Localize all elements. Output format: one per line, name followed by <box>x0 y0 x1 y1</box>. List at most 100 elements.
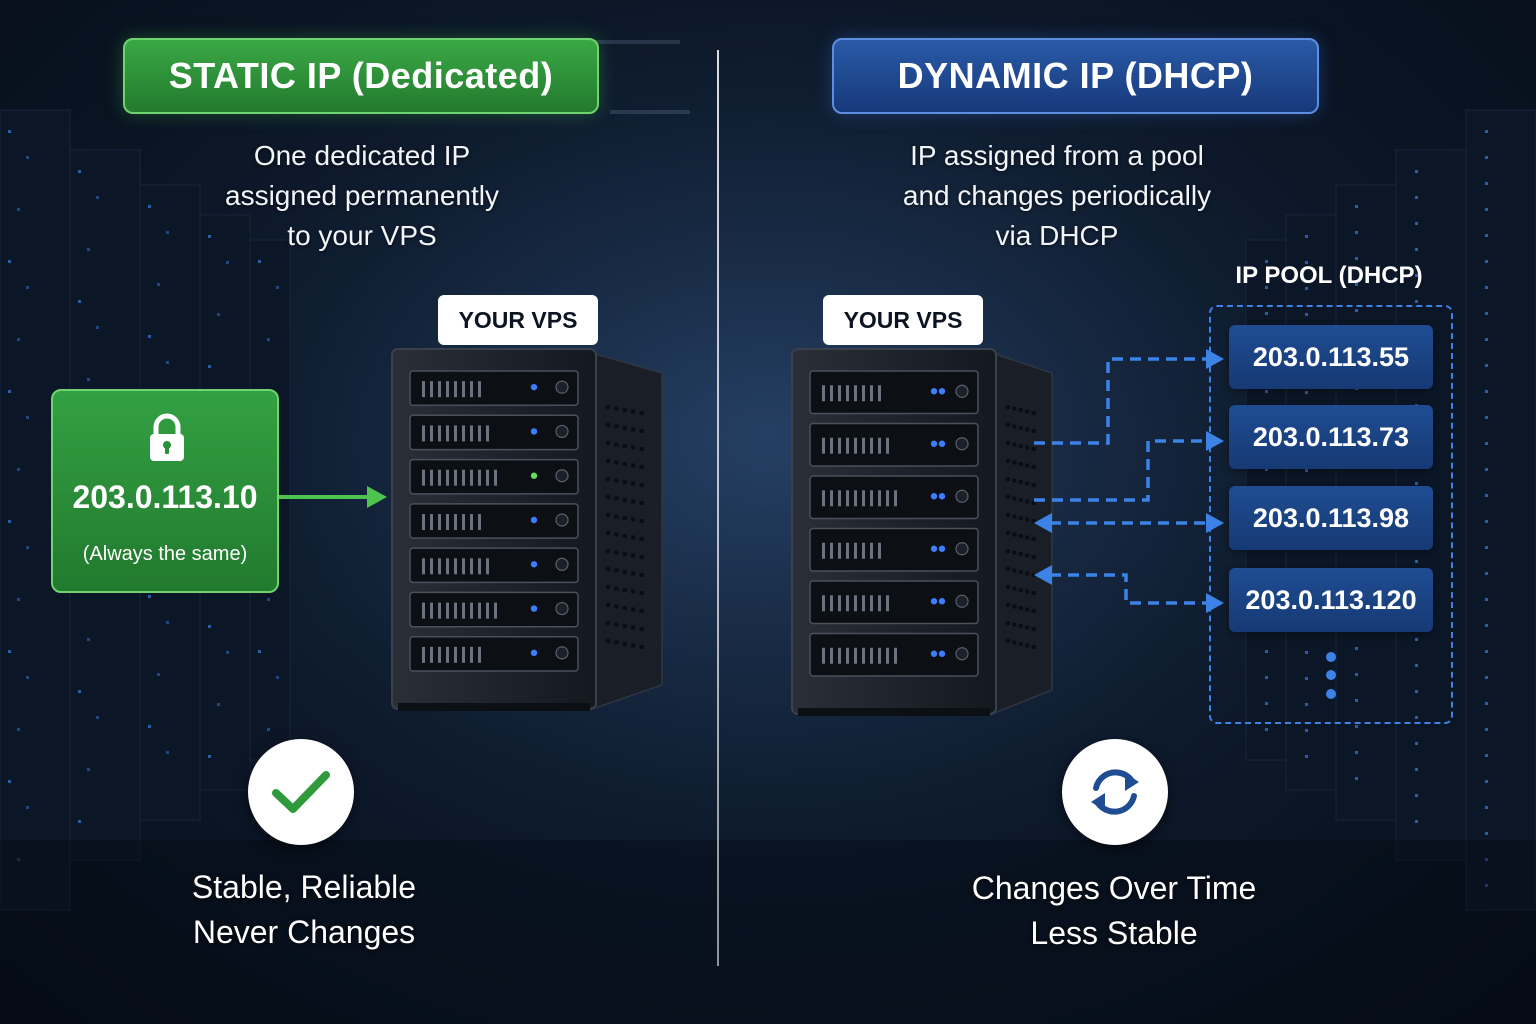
server-status-led <box>931 598 937 604</box>
server-bay-slot <box>846 543 849 559</box>
dhcp-arrowhead <box>1034 513 1052 533</box>
background-led <box>17 728 20 731</box>
server-vent-hole <box>606 441 610 445</box>
server-base <box>798 708 990 716</box>
background-led <box>1485 650 1488 653</box>
server-bay-slot <box>446 603 449 619</box>
server-status-led <box>531 650 537 656</box>
static-assignment-arrow <box>279 480 391 514</box>
background-led <box>1305 755 1308 758</box>
server-vent-hole <box>640 591 644 595</box>
server-bay-slot <box>454 647 457 663</box>
background-led <box>78 820 81 823</box>
background-led <box>26 676 29 679</box>
server-vent-hole <box>1012 497 1016 501</box>
server-vent-hole <box>1012 533 1016 537</box>
server-vent-hole <box>640 645 644 649</box>
server-vent-hole <box>1006 405 1010 409</box>
server-bay-slot <box>430 647 433 663</box>
dynamic-description-line: via DHCP <box>857 216 1257 256</box>
background-led <box>96 196 99 199</box>
background-led <box>1485 676 1488 679</box>
background-led <box>1485 364 1488 367</box>
server-status-led <box>939 546 945 552</box>
server-bay-slot <box>830 648 833 664</box>
checkmark-icon <box>270 767 332 817</box>
server-bay-slot <box>830 543 833 559</box>
server-side-panel <box>592 353 662 709</box>
server-bay-slot <box>478 603 481 619</box>
server-status-led <box>531 473 537 479</box>
background-led <box>1485 832 1488 835</box>
server-bay-slot <box>438 558 441 574</box>
static-description-line: to your VPS <box>181 216 543 256</box>
server-vent-hole <box>640 429 644 433</box>
background-led <box>166 361 169 364</box>
background-led <box>1485 416 1488 419</box>
background-led <box>217 703 220 706</box>
server-bay-slot <box>838 438 841 454</box>
server-vent-hole <box>1025 590 1029 594</box>
server-status-led <box>531 384 537 390</box>
server-vent-hole <box>1006 621 1010 625</box>
static-ip-card: 203.0.113.10 (Always the same) <box>51 389 279 593</box>
dhcp-arrow-path <box>1034 441 1208 500</box>
server-vent-hole <box>623 588 627 592</box>
background-led <box>1415 196 1418 199</box>
server-vent-hole <box>1006 531 1010 535</box>
server-bay-slot <box>446 514 449 530</box>
server-bay-slot <box>862 490 865 506</box>
server-bay-slot <box>894 648 897 664</box>
server-bay-slot <box>870 543 873 559</box>
background-led <box>87 248 90 251</box>
server-bay-slot <box>462 558 465 574</box>
background-led <box>226 261 229 264</box>
background-led <box>26 286 29 289</box>
background-led <box>78 690 81 693</box>
server-vent-hole <box>623 444 627 448</box>
server-vent-hole <box>631 482 635 486</box>
server-vent-hole <box>631 410 635 414</box>
background-led <box>1415 170 1418 173</box>
server-bay-slot <box>438 470 441 486</box>
server-bay-slot <box>446 425 449 441</box>
server-bay-slot <box>822 490 825 506</box>
server-vent-hole <box>1025 608 1029 612</box>
server-bay-slot <box>422 603 425 619</box>
server-bay-slot <box>862 543 865 559</box>
server-vent-hole <box>1012 407 1016 411</box>
server-bay-slot <box>846 438 849 454</box>
server-vent-hole <box>1012 443 1016 447</box>
server-bay-slot <box>854 385 857 401</box>
server-bay-slot <box>830 490 833 506</box>
server-base <box>398 703 590 711</box>
server-vent-hole <box>1019 480 1023 484</box>
background-led <box>1485 182 1488 185</box>
background-led <box>1485 468 1488 471</box>
pool-ip-item: 203.0.113.98 <box>1229 486 1433 550</box>
server-vent-hole <box>614 569 618 573</box>
background-led <box>1305 729 1308 732</box>
server-status-led <box>531 428 537 434</box>
pool-ip-item: 203.0.113.120 <box>1229 568 1433 632</box>
background-led <box>1485 806 1488 809</box>
server-vent-hole <box>1006 639 1010 643</box>
server-vent-hole <box>614 533 618 537</box>
background-led <box>276 286 279 289</box>
dynamic-vps-label: YOUR VPS <box>823 295 983 345</box>
server-bay-slot <box>822 595 825 611</box>
server-bay-slot <box>462 425 465 441</box>
server-bay-slot <box>470 425 473 441</box>
static-status-badge <box>248 739 354 845</box>
server-bay-slot <box>454 603 457 619</box>
server-vent-hole <box>1012 461 1016 465</box>
server-drive-bay <box>410 415 578 449</box>
background-led <box>148 335 151 338</box>
server-bay-slot <box>854 438 857 454</box>
background-led <box>1485 390 1488 393</box>
server-bay-slot <box>854 543 857 559</box>
static-ip-title: STATIC IP (Dedicated) <box>123 38 599 114</box>
server-vent-hole <box>631 590 635 594</box>
background-led <box>1485 312 1488 315</box>
server-vent-hole <box>606 567 610 571</box>
